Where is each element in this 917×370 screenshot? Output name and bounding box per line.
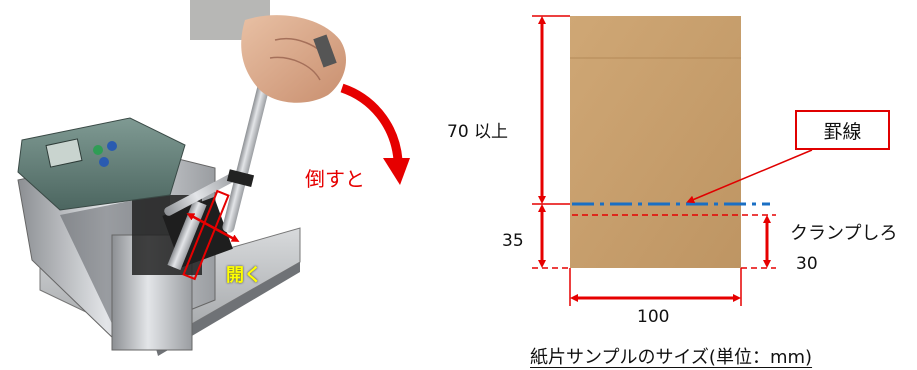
hand [190,0,347,103]
ruled-line-label: 罫線 [823,120,862,143]
callout-leader [686,149,813,204]
open-label: 開く [226,265,262,286]
tilt-arrow [340,83,403,161]
width-label: 100 [637,307,670,327]
clamp-depth-label: 35 [502,231,524,251]
cardboard-sample [570,16,741,268]
clamp-label: クランプしろ [790,223,898,244]
tilt-label: 倒すと [305,167,365,191]
tester-photo [17,0,410,356]
paper-sample-diagram [532,15,813,306]
ruled-line-callout: 罫線 [795,110,890,150]
height-label: 70 以上 [447,122,509,142]
clamp-value-label: 30 [796,254,818,274]
diagram-caption: 紙片サンプルのサイズ(単位：mm) [530,347,813,368]
